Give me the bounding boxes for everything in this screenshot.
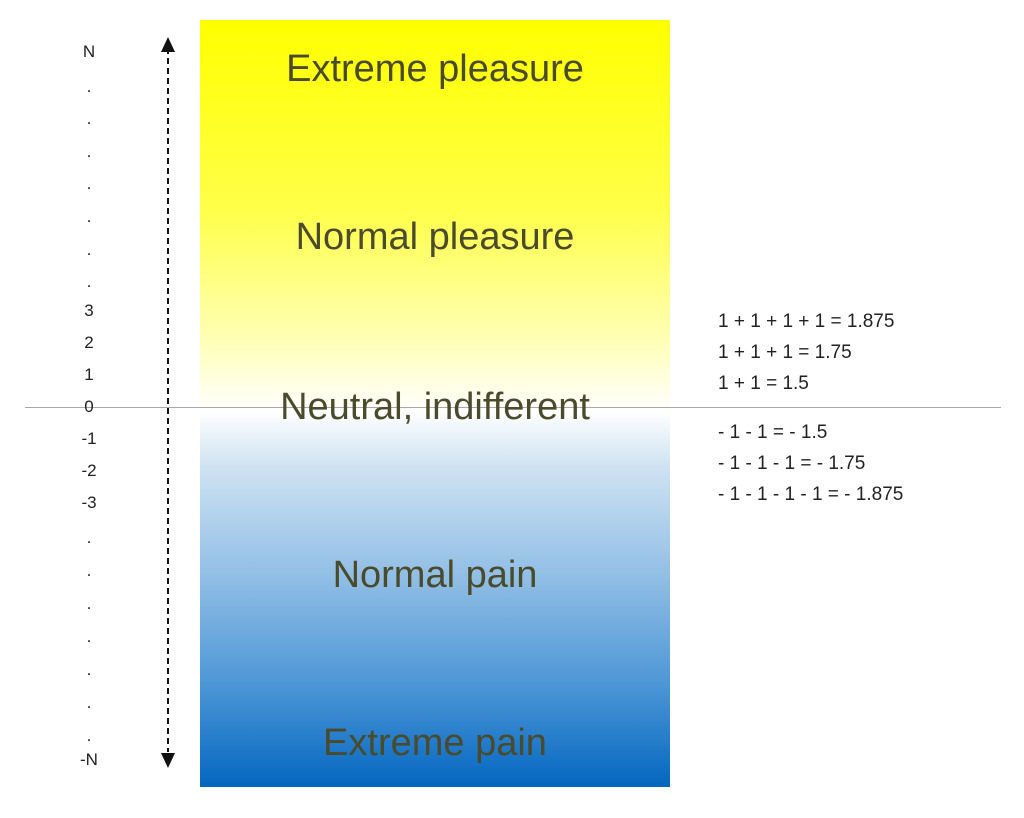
scale-label: . bbox=[86, 207, 92, 226]
formula-line: - 1 - 1 = - 1.5 bbox=[718, 422, 828, 443]
scale-label: -N bbox=[80, 750, 98, 769]
zone-label-normal-pain: Normal pain bbox=[332, 554, 538, 596]
scale-label: -2 bbox=[81, 461, 97, 480]
zone-label-extreme-pain: Extreme pain bbox=[323, 722, 547, 764]
formula-line: 1 + 1 = 1.5 bbox=[718, 373, 809, 394]
scale-label: 2 bbox=[84, 333, 94, 352]
scale-label: N bbox=[82, 42, 96, 61]
zone-label-extreme-pleasure: Extreme pleasure bbox=[286, 48, 584, 90]
scale-label: . bbox=[86, 109, 92, 128]
scale-label: -3 bbox=[81, 493, 97, 512]
zone-label-normal-pleasure: Normal pleasure bbox=[295, 216, 575, 258]
intensity-band bbox=[200, 20, 670, 787]
scale-label: . bbox=[86, 174, 92, 193]
scale-label: 3 bbox=[84, 301, 94, 320]
scale-label: . bbox=[86, 660, 92, 679]
scale-label: . bbox=[86, 561, 92, 580]
scale-label: . bbox=[86, 726, 92, 745]
scale-label: . bbox=[86, 693, 92, 712]
scale-label: 0 bbox=[84, 397, 94, 416]
formula-line: 1 + 1 + 1 = 1.75 bbox=[718, 342, 852, 363]
scale-label: . bbox=[86, 142, 92, 161]
double-arrow-icon bbox=[161, 37, 175, 768]
axis-line bbox=[25, 407, 1001, 408]
formula-line: - 1 - 1 - 1 = - 1.75 bbox=[718, 453, 866, 474]
scale-label: . bbox=[86, 528, 92, 547]
formula-line: - 1 - 1 - 1 - 1 = - 1.875 bbox=[718, 484, 904, 505]
scale-label: . bbox=[86, 627, 92, 646]
scale-label: -1 bbox=[81, 429, 97, 448]
scale-label: . bbox=[86, 272, 92, 291]
zone-label-neutral: Neutral, indifferent bbox=[280, 386, 590, 428]
scale-label: . bbox=[86, 594, 92, 613]
formula-line: 1 + 1 + 1 + 1 = 1.875 bbox=[718, 311, 895, 332]
scale-label: . bbox=[86, 77, 92, 96]
scale-label: 1 bbox=[84, 365, 94, 384]
scale-label: . bbox=[86, 240, 92, 259]
